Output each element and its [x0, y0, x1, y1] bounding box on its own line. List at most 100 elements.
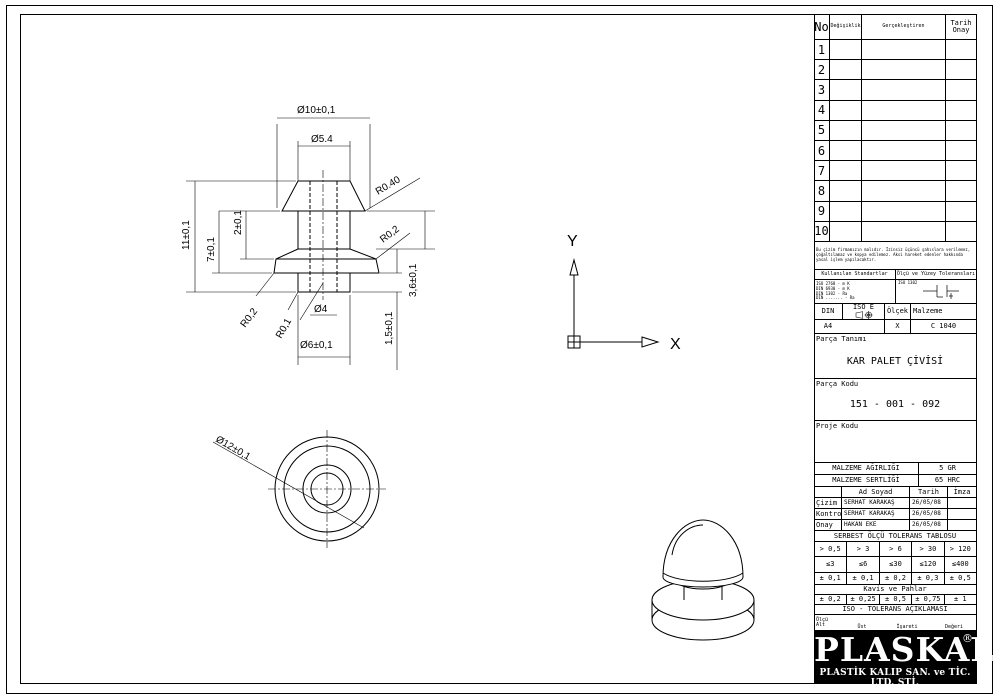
iso-tol-value: Değeri: [944, 624, 964, 630]
upto-value: 6: [863, 560, 868, 568]
angle-tol-value: ± 0,5: [878, 595, 911, 604]
standards-label: Kullanılan Standartlar: [821, 271, 888, 277]
iso-tol-row-lower: Alt: [816, 621, 826, 628]
revision-date-cell: [945, 120, 976, 140]
revision-number: 1: [817, 42, 826, 57]
upto-symbol: ≤: [951, 560, 957, 568]
revision-reason-cell: [861, 141, 945, 161]
projection-symbol-icon: [855, 311, 873, 319]
material-value: C 1040: [910, 320, 976, 333]
notice-text: Bu çizim firmamızın malıdır. İzinsiz üçü…: [816, 247, 971, 262]
revision-reason-cell: [861, 100, 945, 120]
free-tol-range: > 0,5: [819, 544, 841, 553]
revision-date-cell: [945, 201, 976, 221]
angle-title-row: Kavis ve Pahlar: [814, 584, 976, 594]
revision-number: 7: [817, 163, 826, 178]
people-header-row: Ad Soyad Tarih İmza: [814, 486, 976, 497]
revision-date-cell: [945, 60, 976, 80]
revision-change-cell: [829, 60, 861, 80]
part-code-label: Parça Kodu: [816, 380, 859, 388]
person-date: 26/05/08: [909, 498, 947, 508]
weight-label: MALZEME AĞIRLIĞI: [832, 464, 900, 472]
revision-row: 3: [814, 79, 976, 100]
notice-row: Bu çizim firmamızın malıdır. İzinsiz üçü…: [814, 241, 976, 269]
revision-change-cell: [829, 100, 861, 120]
angle-tol-value: ± 1: [943, 595, 976, 604]
standard-line: DIN 6930 - m K: [816, 285, 850, 291]
material-label: Malzeme: [910, 304, 976, 319]
person-role: Çizim: [816, 498, 838, 507]
angle-values-row: ± 0,2± 0,25± 0,5± 0,75± 1: [814, 594, 976, 604]
part-code-row: 151 - 001 - 092: [814, 390, 976, 420]
dim-d-stem: Ø4: [314, 304, 328, 315]
revision-row: 2: [814, 59, 976, 80]
upto-value: 30: [893, 560, 902, 568]
front-view: [186, 117, 435, 370]
revision-number: 9: [817, 204, 826, 219]
surface-symbol-icon: [923, 285, 960, 299]
free-tol-upto-row: ≤ 3≤ 6≤ 30≤ 120≤ 400: [814, 556, 976, 572]
free-tol-range: > 3: [846, 542, 878, 556]
standards-header-row: Kullanılan Standartlar Ölçü ve Yüzey Tol…: [814, 269, 976, 279]
project-code-label: Proje Kodu: [816, 422, 859, 430]
tolerance-label: Ölçü ve Yüzey Toleransları: [895, 270, 976, 279]
revision-reason-cell: [861, 201, 945, 221]
ucs-axis-icon: [567, 258, 660, 349]
date-header: Tarih: [909, 487, 947, 497]
dim-r-bottom: R0,1: [274, 316, 294, 340]
person-sign: [947, 509, 976, 519]
iso-tol-col-size: Ölçü: [816, 616, 829, 623]
registered-mark-icon: ®: [962, 632, 973, 645]
person-sign: [947, 498, 976, 508]
revision-reason-cell: [861, 161, 945, 181]
revision-header-row: No Değişiklik Gerçekleştiren Tarih Onay: [814, 14, 976, 39]
name-header: Ad Soyad: [841, 487, 909, 497]
sheet-size: A4: [823, 322, 833, 330]
free-tol-value: ± 0,3: [911, 573, 943, 584]
logo-title: PLASKAL: [814, 630, 995, 669]
revision-reason-cell: [861, 80, 945, 100]
dim-h-base: 3,6±0,1: [408, 263, 419, 297]
free-tol-range: > 30: [911, 542, 943, 556]
revision-number: 5: [817, 123, 826, 138]
revision-number: 2: [817, 62, 826, 77]
upto-symbol: ≤: [919, 560, 924, 568]
free-tol-ranges-row: > 0,5> 3> 6> 30> 120: [814, 541, 976, 556]
tolerance-cell: ISO 1302: [895, 280, 976, 303]
free-tol-range: > 120: [943, 542, 976, 556]
free-tol-value: ± 0,5: [943, 573, 976, 584]
revision-change-cell: [829, 221, 861, 241]
revision-date-cell: [945, 181, 976, 201]
company-logo: PLASKAL PLASTİK KALIP SAN. ve TİC. LTD. …: [814, 630, 995, 688]
person-date: 26/05/08: [909, 520, 947, 530]
revision-change-cell: [829, 80, 861, 100]
axis-label-x: X: [670, 336, 681, 353]
revision-date-cell: [945, 161, 976, 181]
part-name-row: KAR PALET ÇİVİSİ: [814, 345, 976, 378]
revision-change-cell: [829, 120, 861, 140]
rev-no-header: No: [814, 19, 829, 34]
hardness-row: MALZEME SERTLİĞİ 65 HRC: [814, 474, 976, 486]
person-name: SERHAT KARAKAŞ: [841, 509, 909, 519]
free-tol-value: ± 0,1: [846, 573, 878, 584]
iso-tol-title: ISO - TOLERANS AÇIKLAMASI: [842, 605, 948, 613]
revision-row: 8: [814, 180, 976, 201]
revision-date-cell: [945, 221, 976, 241]
angle-tol-value: ± 0,25: [846, 595, 878, 604]
free-tol-upto: ≤ 3: [814, 557, 846, 572]
standard-line: DIN ....... - Ra: [816, 295, 855, 301]
upto-symbol: ≤: [825, 560, 831, 568]
iso-tol-table-row: Ölçü Alt Üst İşareti Değeri: [814, 614, 976, 630]
revision-change-cell: [829, 181, 861, 201]
revision-row: 1: [814, 39, 976, 60]
iso-tol-title-row: ISO - TOLERANS AÇIKLAMASI: [814, 604, 976, 614]
person-sign: [947, 520, 976, 530]
weight-value: 5 GR: [918, 463, 976, 474]
revision-number: 4: [817, 103, 826, 118]
dim-r-top: R0.40: [374, 174, 403, 197]
revision-change-cell: [829, 161, 861, 181]
person-name: HAKAN EKE: [841, 520, 909, 530]
